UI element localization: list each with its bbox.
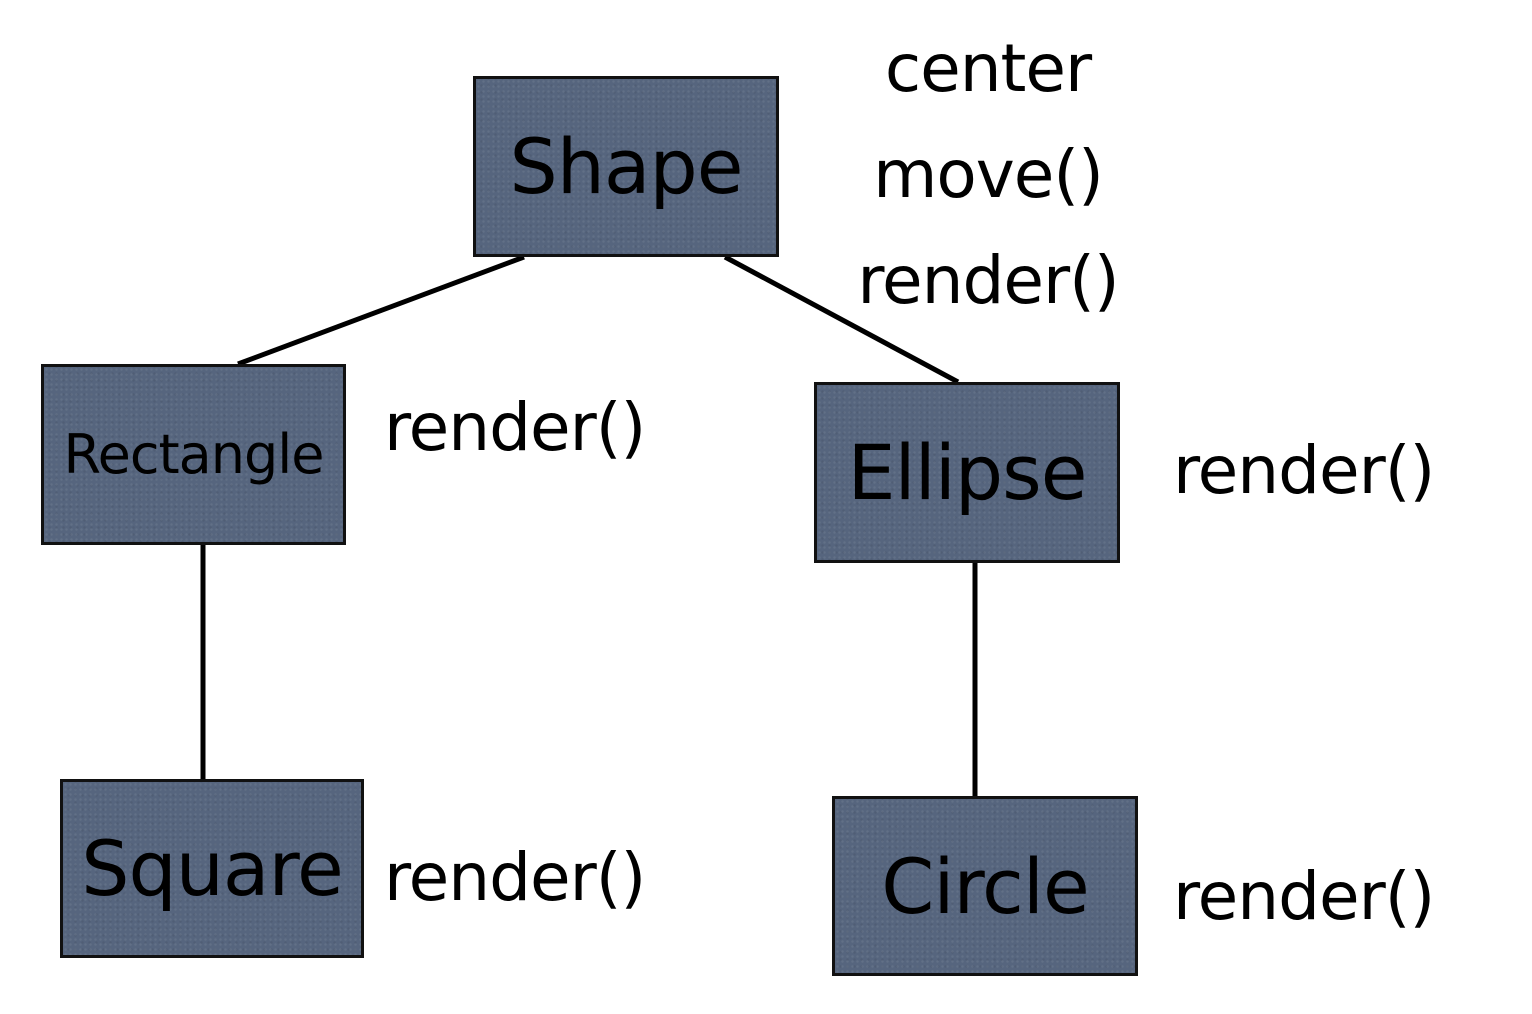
square-member-render: render() xyxy=(384,839,646,916)
shape-members: center move() render() xyxy=(828,16,1148,334)
ellipse-class-box: Ellipse xyxy=(814,382,1120,563)
shape-member-move: move() xyxy=(873,136,1104,213)
ellipse-member-render: render() xyxy=(1173,432,1435,509)
shape-class-label: Shape xyxy=(509,122,744,211)
square-class-box: Square xyxy=(60,779,364,958)
rectangle-class-box: Rectangle xyxy=(41,364,346,545)
shape-member-render: render() xyxy=(857,242,1119,319)
shape-member-center: center xyxy=(884,30,1092,107)
circle-class-label: Circle xyxy=(881,841,1089,931)
rectangle-member-render: render() xyxy=(384,389,646,466)
rectangle-class-label: Rectangle xyxy=(63,423,325,486)
ellipse-class-label: Ellipse xyxy=(847,428,1088,517)
shape-class-box: Shape xyxy=(473,76,779,257)
square-class-label: Square xyxy=(81,824,344,913)
circle-class-box: Circle xyxy=(832,796,1138,976)
circle-member-render: render() xyxy=(1173,858,1435,935)
edge-shape-ellipse xyxy=(723,254,960,385)
edge-shape-rectangle xyxy=(237,254,525,367)
